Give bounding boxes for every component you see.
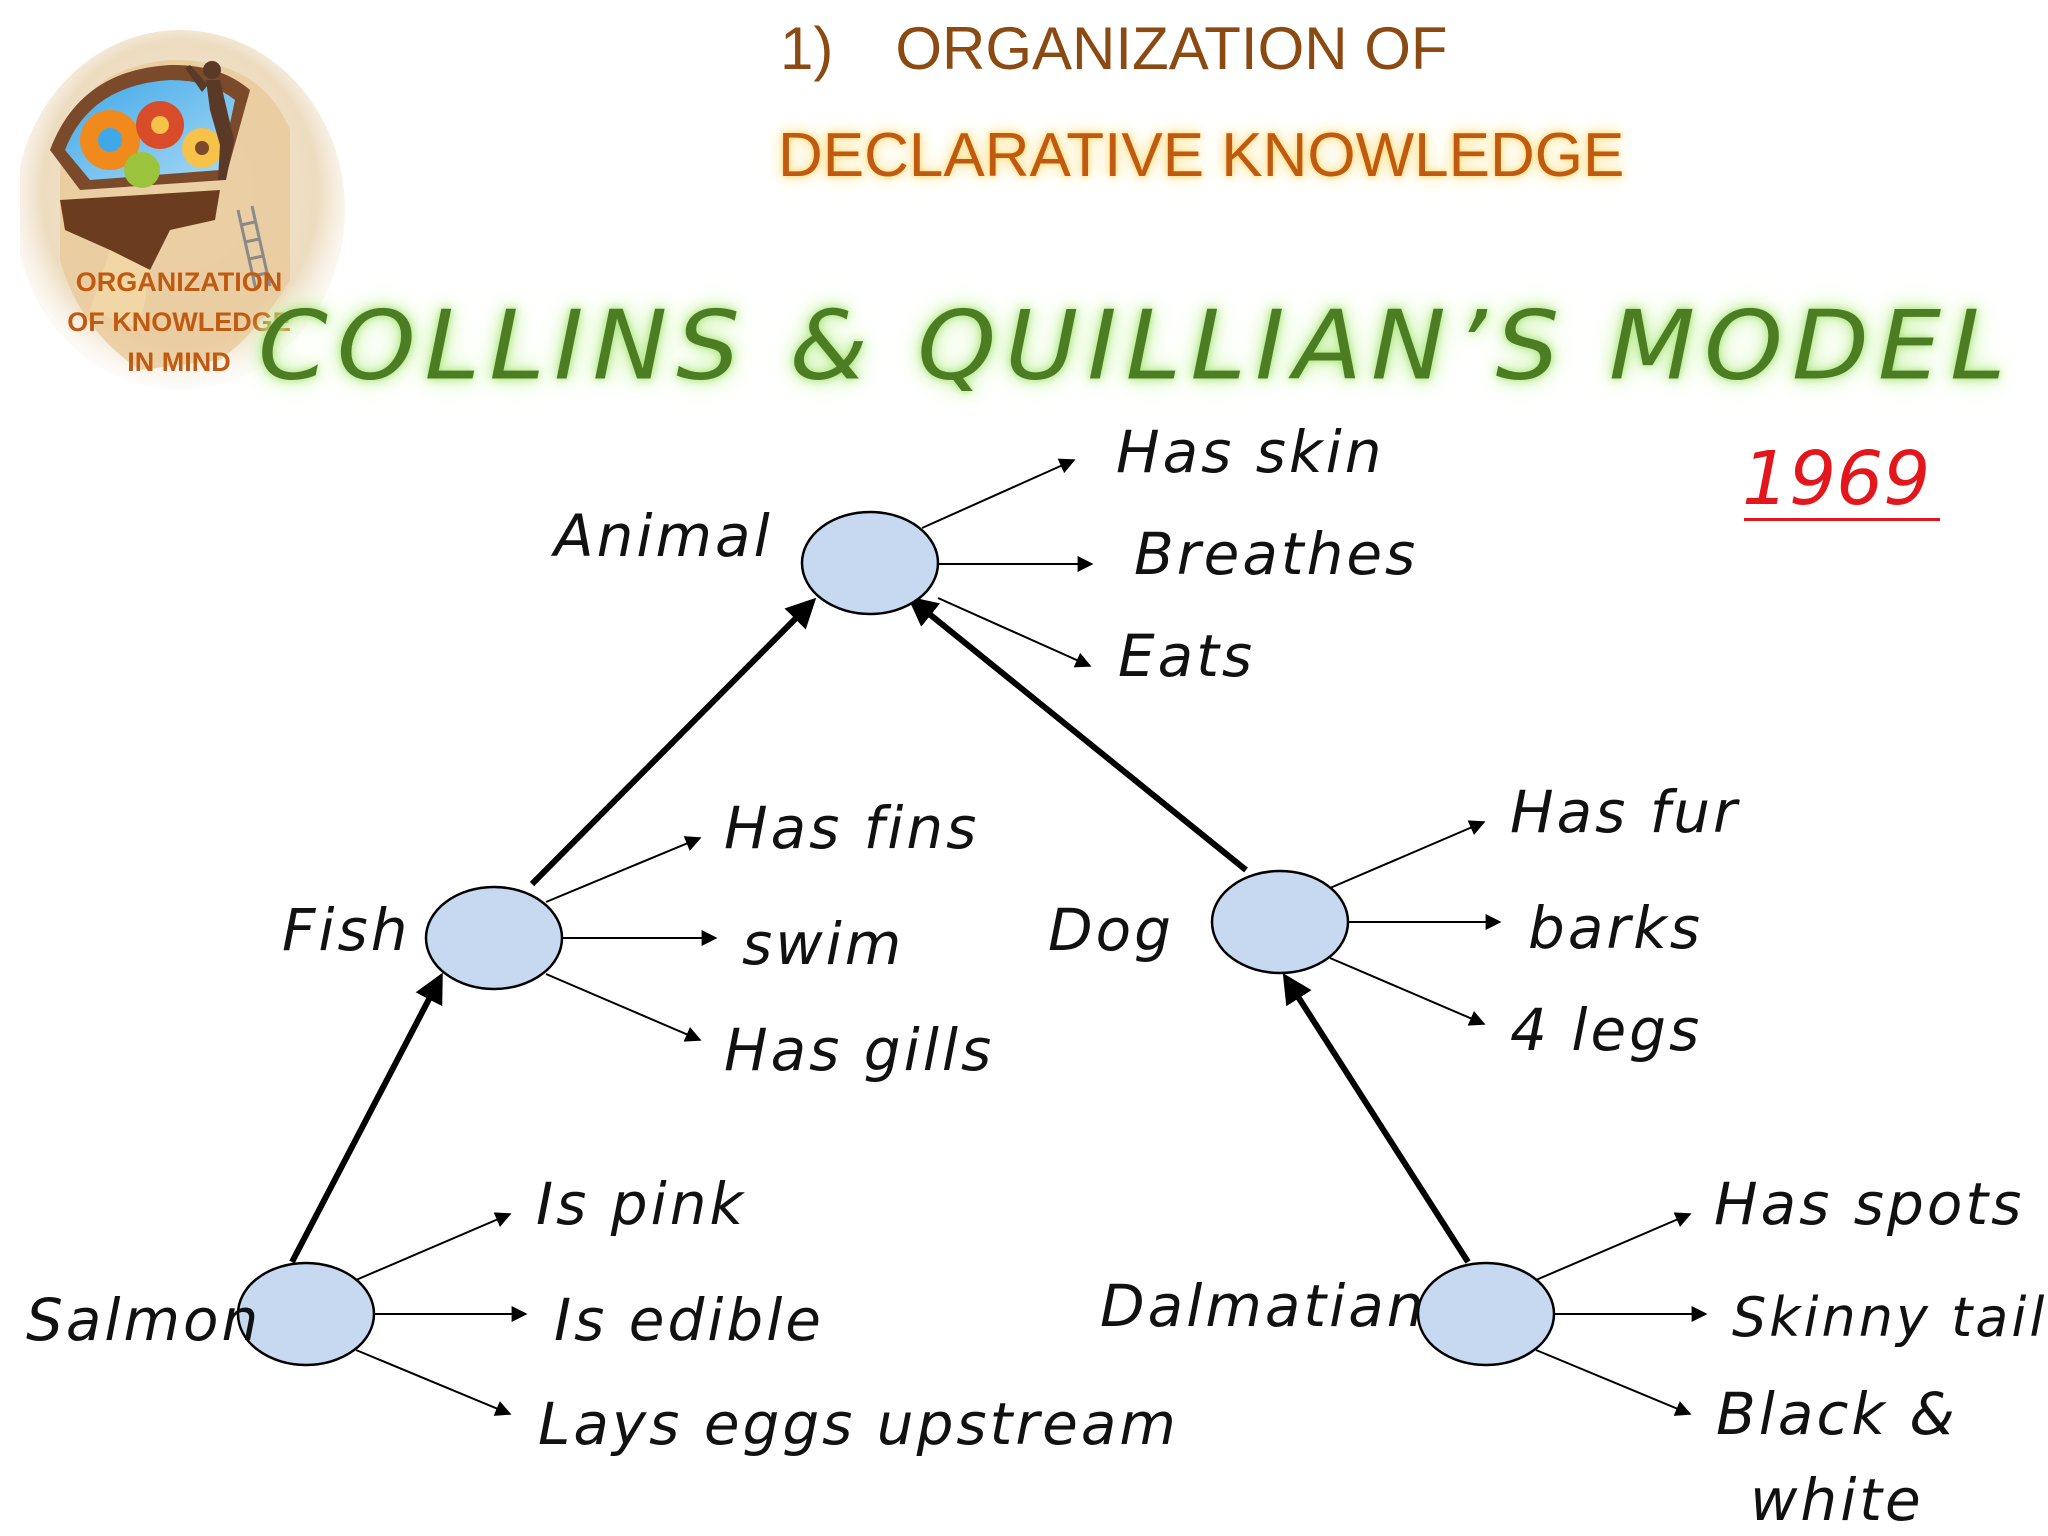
node-animal: [800, 510, 940, 616]
node-dog: [1210, 869, 1350, 975]
property-label: Eats: [1118, 622, 1256, 690]
property-label: Lays eggs upstream: [538, 1390, 1179, 1458]
logo-line-3: IN MIND: [127, 347, 231, 377]
isa-arrow-dalmatian-dog: [1282, 972, 1471, 1264]
property-arrow: [921, 458, 1076, 529]
property-arrow: [1535, 1349, 1692, 1416]
node-salmon: [236, 1261, 376, 1367]
property-label: Breathes: [1134, 520, 1419, 588]
man-icon: [185, 61, 234, 180]
property-arrow: [937, 597, 1092, 668]
property-arrow: [545, 836, 702, 903]
logo-line-2: OF KNOWLEDGE: [67, 307, 291, 337]
property-label: 4 legs: [1510, 996, 1703, 1064]
property-arrow: [1535, 1212, 1692, 1281]
model-title: COLLINS & QUILLIAN’S MODEL: [258, 290, 2015, 402]
node-dalmatian: [1416, 1261, 1556, 1367]
year-underline: [1744, 518, 1940, 521]
property-label: Black &: [1716, 1380, 1958, 1448]
property-label: Skinny tail: [1732, 1286, 2048, 1349]
node-label-fish: Fish: [282, 896, 411, 964]
logo-graphic: [20, 30, 345, 390]
property-label: swim: [742, 910, 905, 978]
section-heading-line-1: ORGANIZATION OF: [895, 15, 1448, 82]
property-label: Has fur: [1510, 778, 1740, 846]
isa-arrow-dog-animal: [907, 596, 1248, 873]
node-label-dalmatian: Dalmatian: [1100, 1272, 1427, 1340]
property-label: barks: [1528, 894, 1704, 962]
logo-line-1: ORGANIZATION: [75, 267, 283, 297]
property-label: Is pink: [536, 1170, 747, 1238]
model-year: 1969: [1742, 436, 1931, 522]
isa-arrow-salmon-fish: [289, 972, 443, 1264]
section-heading-line-2: DECLARATIVE KNOWLEDGE: [778, 121, 1625, 190]
gear-icon: [80, 101, 222, 188]
property-label: Has fins: [724, 794, 980, 862]
section-number: 1): [780, 15, 834, 82]
logo-text: ORGANIZATION OF KNOWLEDGE IN MIND: [48, 262, 310, 382]
isa-arrow-fish-animal: [529, 597, 817, 887]
property-label: Is edible: [554, 1286, 824, 1354]
property-arrow: [545, 973, 702, 1042]
property-label: Has gills: [724, 1016, 995, 1084]
property-label: Has skin: [1116, 418, 1385, 486]
node-label-salmon: Salmon: [26, 1286, 262, 1354]
property-label: Has spots: [1714, 1170, 2025, 1238]
node-label-dog: Dog: [1048, 896, 1174, 964]
property-arrow: [355, 1349, 512, 1416]
property-label: white: [1750, 1466, 1924, 1534]
section-heading: 1) ORGANIZATION OF: [780, 14, 1448, 83]
node-fish: [424, 885, 564, 991]
property-arrow: [355, 1212, 512, 1281]
property-arrow: [1329, 820, 1486, 889]
property-arrow: [1329, 957, 1486, 1026]
node-label-animal: Animal: [554, 502, 773, 570]
